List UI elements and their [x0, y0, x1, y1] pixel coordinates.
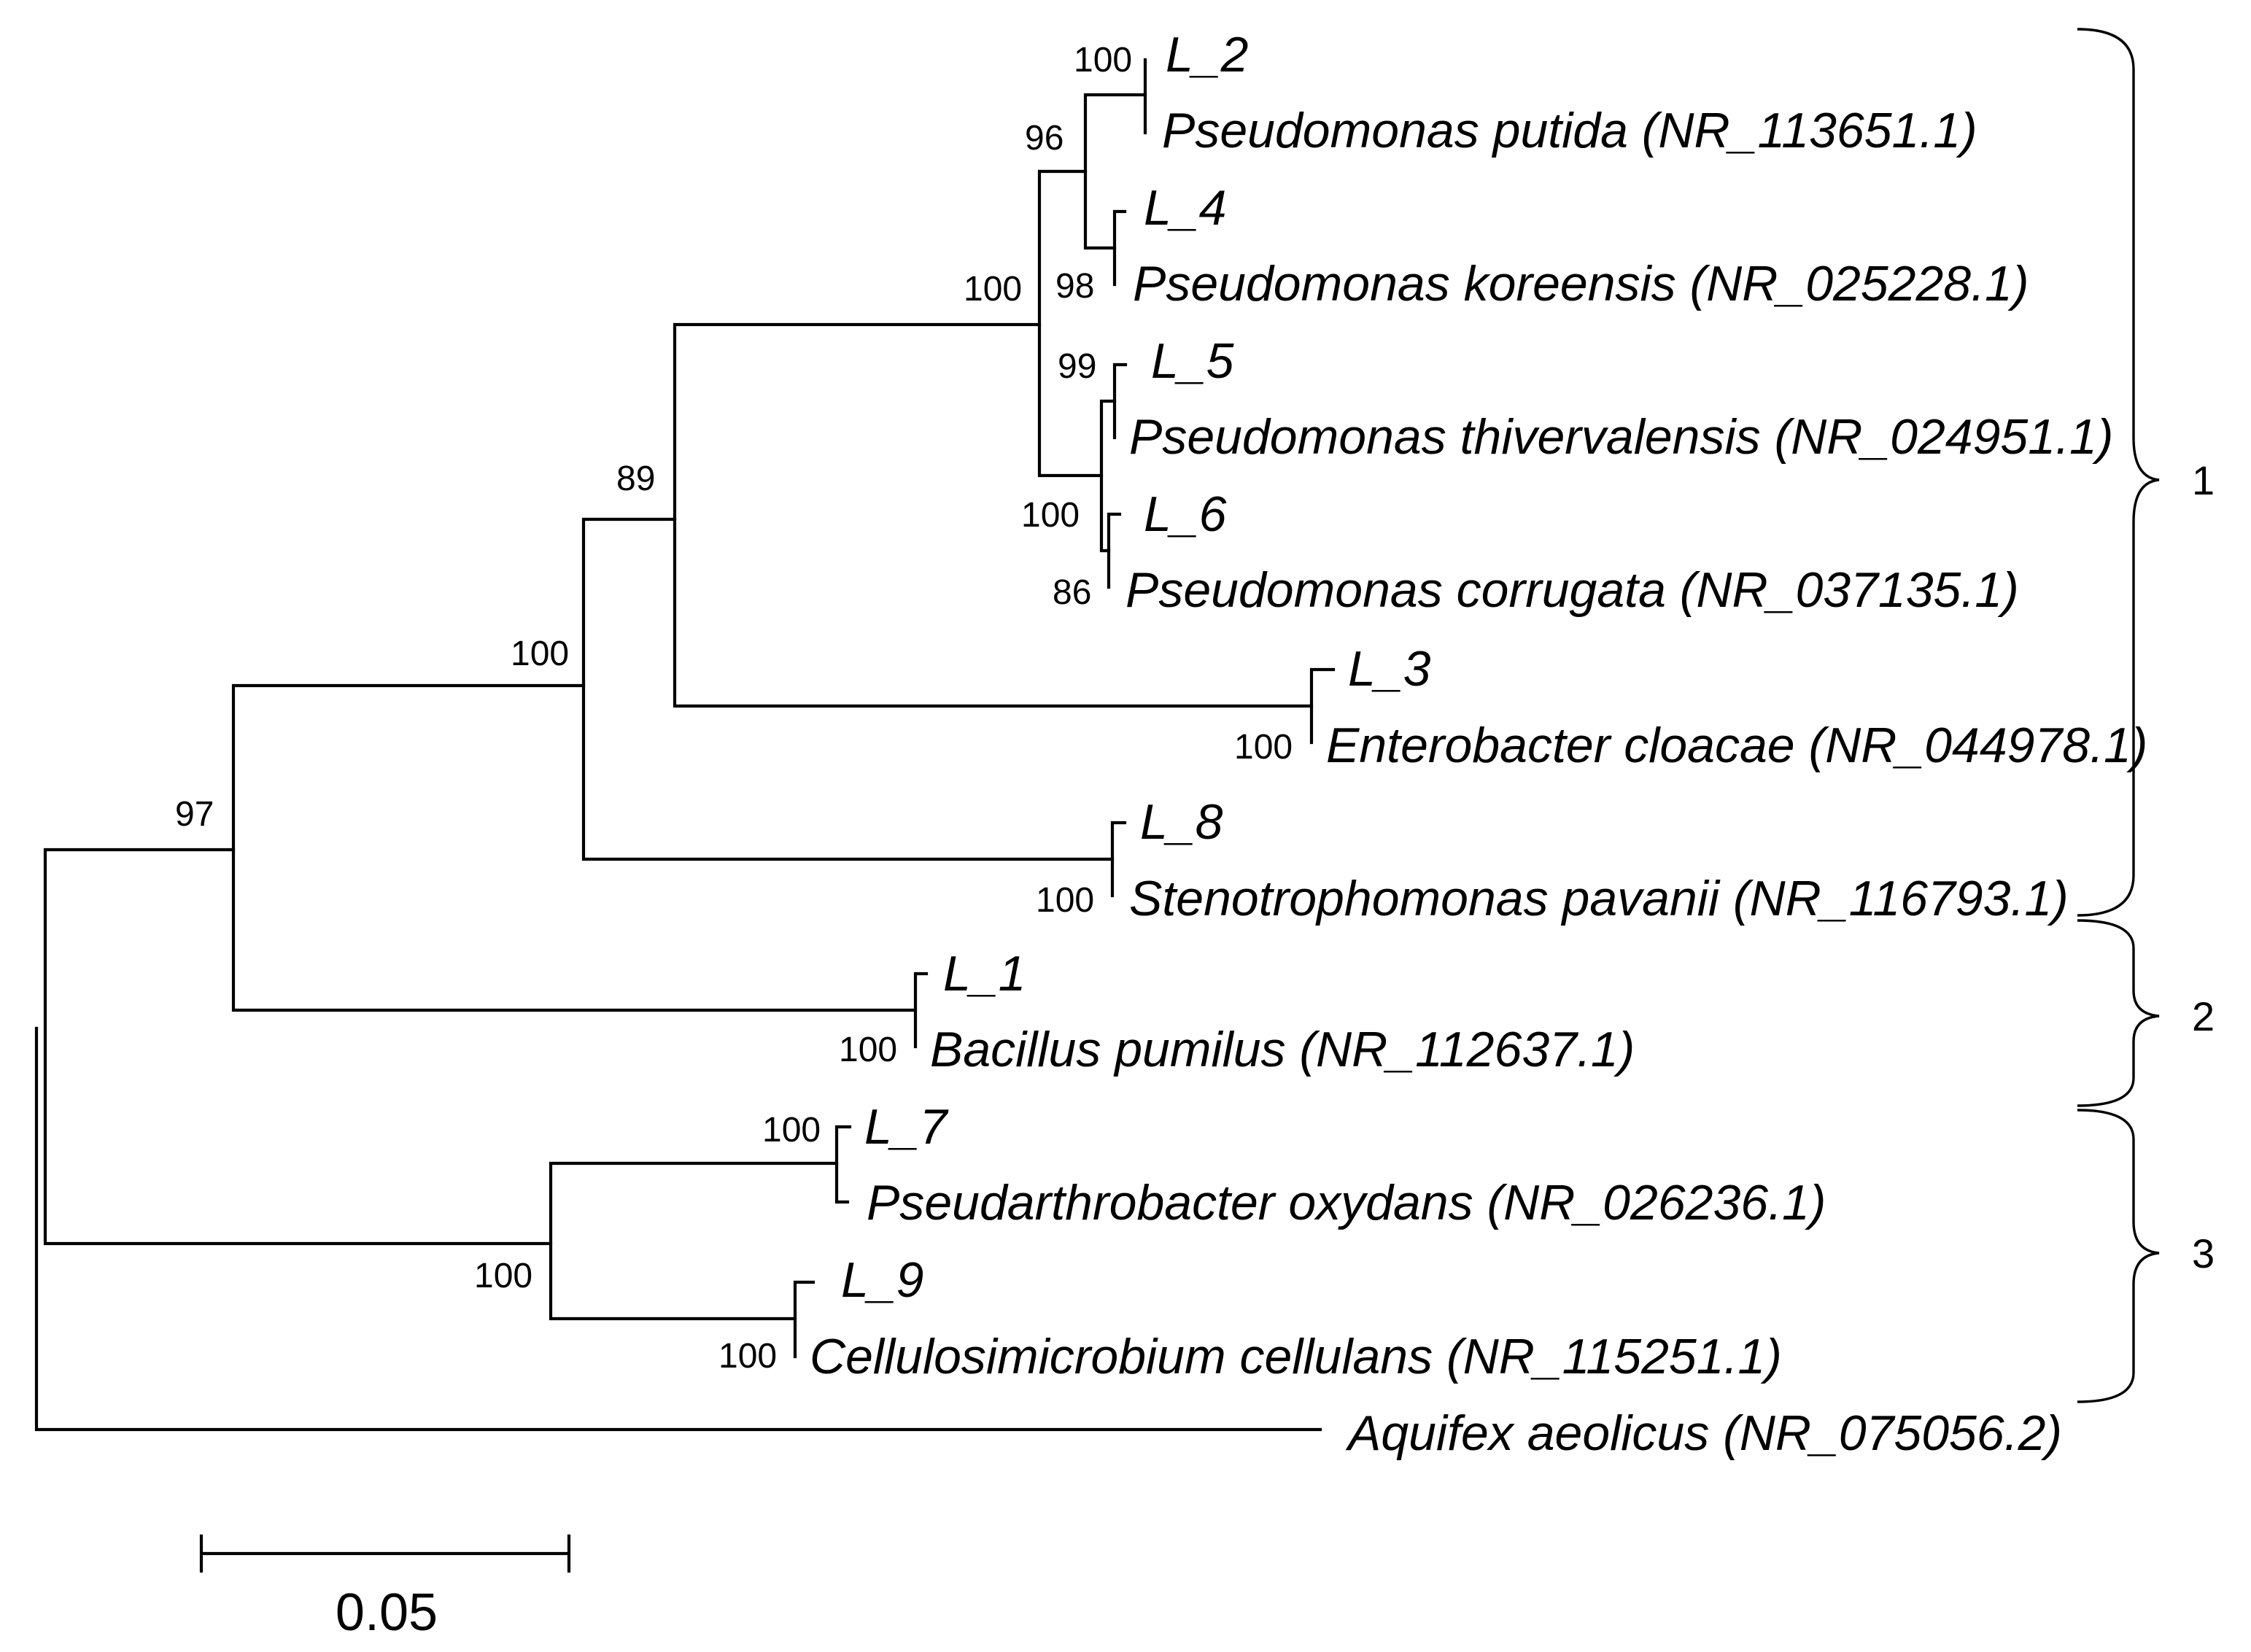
- group-3-brace: [2077, 1109, 2160, 1403]
- taxon-label: Enterobacter cloacae (NR_044978.1): [1326, 718, 2147, 773]
- taxon-label: L_1: [943, 946, 1026, 1001]
- node-pseudomonas-branch: [1037, 169, 1104, 478]
- taxon-label: Bacillus pumilus (NR_112637.1): [930, 1022, 1635, 1077]
- group-label: 3: [2192, 1230, 2215, 1276]
- taxon-label: Stenotrophomonas pavanii (NR_116793.1): [1129, 871, 2069, 926]
- bootstrap-value: 98: [1055, 267, 1094, 306]
- node-actino-branch: [549, 1161, 839, 1321]
- taxon-label: Cellulosimicrobium cellulans (NR_115251.…: [810, 1329, 1782, 1384]
- taxon-label: L_9: [841, 1252, 923, 1308]
- bootstrap-value: 89: [616, 459, 655, 498]
- main-node-branch: [43, 848, 553, 1246]
- bootstrap-value: 100: [964, 270, 1022, 309]
- group-2-brace: [2077, 919, 2160, 1107]
- bootstrap-value: 100: [1036, 881, 1094, 920]
- bootstrap-value: 100: [511, 635, 569, 673]
- taxon-label: Aquifex aeolicus (NR_075056.2): [1345, 1405, 2062, 1461]
- taxon-labels: L_2 Pseudomonas putida (NR_113651.1) L_4…: [810, 27, 2147, 1461]
- node-89-branch: [673, 322, 1314, 708]
- l3-cloacae-branch: [1309, 667, 1336, 745]
- bootstrap-value: 100: [839, 1031, 897, 1069]
- bootstrap-values: 100 96 98 100 99 100 86 89 100 100 100 9…: [175, 41, 1293, 1376]
- l6-corrugata-branch: [1107, 512, 1122, 589]
- taxon-label: L_8: [1140, 794, 1223, 850]
- bootstrap-value: 99: [1058, 347, 1096, 386]
- l1-pumilus-branch: [913, 972, 929, 1049]
- taxon-label: L_4: [1144, 180, 1226, 236]
- bootstrap-value: 97: [175, 795, 214, 834]
- l8-pavanii-branch: [1110, 821, 1127, 898]
- taxon-label: L_3: [1348, 641, 1431, 697]
- node-proteobacteria-branch: [581, 517, 1115, 861]
- l5-thiv-branch: [1112, 362, 1128, 440]
- scale-bar-line: [199, 1534, 571, 1573]
- taxon-label: L_7: [864, 1099, 949, 1155]
- taxon-label: Pseudomonas corrugata (NR_037135.1): [1126, 562, 2019, 618]
- group-braces: 1 2 3: [2077, 28, 2215, 1403]
- tree-branches: [34, 58, 1336, 1432]
- bootstrap-value: 100: [762, 1111, 821, 1149]
- node-97-branch: [231, 683, 918, 1012]
- scale-bar-label: 0.05: [336, 1583, 438, 1642]
- l7-oxydans-branch: [834, 1125, 852, 1204]
- bootstrap-value: 86: [1053, 573, 1091, 612]
- bootstrap-value: 96: [1025, 119, 1063, 158]
- group-1-brace: [2077, 28, 2160, 917]
- taxon-label: Pseudomonas putida (NR_113651.1): [1162, 103, 1977, 158]
- taxon-label: Pseudomonas thivervalensis (NR_024951.1): [1129, 409, 2113, 465]
- bootstrap-value: 100: [718, 1337, 777, 1376]
- bootstrap-value: 100: [1021, 496, 1080, 535]
- taxon-label: L_6: [1144, 486, 1227, 542]
- node-96-branch: [1083, 93, 1147, 250]
- bootstrap-value: 100: [1074, 41, 1132, 80]
- taxon-label: Pseudarthrobacter oxydans (NR_026236.1): [867, 1175, 1826, 1230]
- taxon-label: L_5: [1151, 333, 1234, 389]
- l4-koreensis-branch: [1112, 209, 1127, 287]
- group-label: 2: [2192, 993, 2215, 1039]
- scale-bar: 0.05: [199, 1534, 571, 1642]
- taxon-label: L_2: [1166, 27, 1248, 82]
- taxon-label: Pseudomonas koreensis (NR_025228.1): [1133, 256, 2029, 311]
- bootstrap-value: 100: [1234, 728, 1293, 767]
- root-branch: [34, 1026, 1322, 1432]
- bootstrap-value: 100: [474, 1257, 532, 1295]
- group-label: 1: [2192, 457, 2215, 503]
- l9-cellulans-branch: [793, 1280, 815, 1359]
